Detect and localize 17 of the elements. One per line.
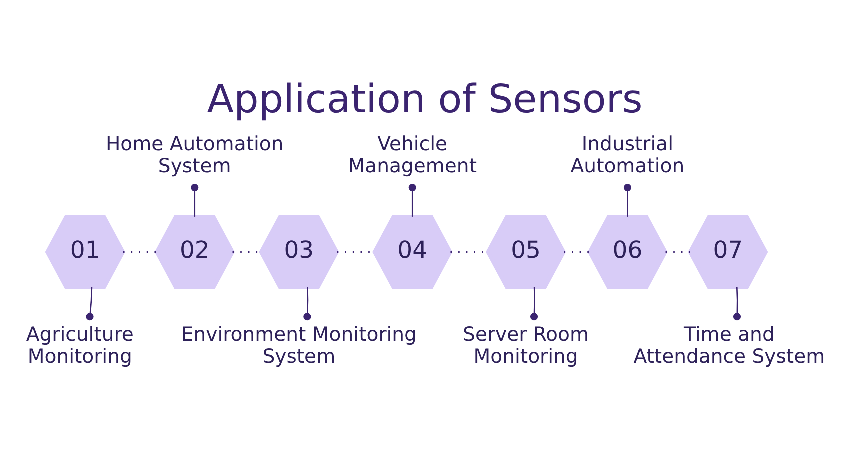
node-text: Home Automation System: [106, 132, 284, 178]
connector: [530, 286, 538, 320]
node-text: Environment Monitoring System: [181, 322, 417, 368]
node-text: Industrial Automation: [570, 132, 685, 178]
node-text: Time and Attendance System: [634, 322, 826, 368]
node-text: Vehicle Management: [348, 132, 477, 178]
node-text: Server Room Monitoring: [463, 322, 590, 368]
connector: [191, 183, 199, 216]
connector: [564, 250, 590, 253]
connector: [733, 286, 742, 320]
connector: [666, 250, 690, 253]
connector: [408, 183, 416, 216]
connector: [86, 286, 94, 320]
diagram-title: Application of Sensors: [207, 77, 643, 122]
connector: [624, 183, 632, 216]
node-text: Agriculture Monitoring: [26, 322, 134, 368]
connector: [304, 286, 312, 320]
